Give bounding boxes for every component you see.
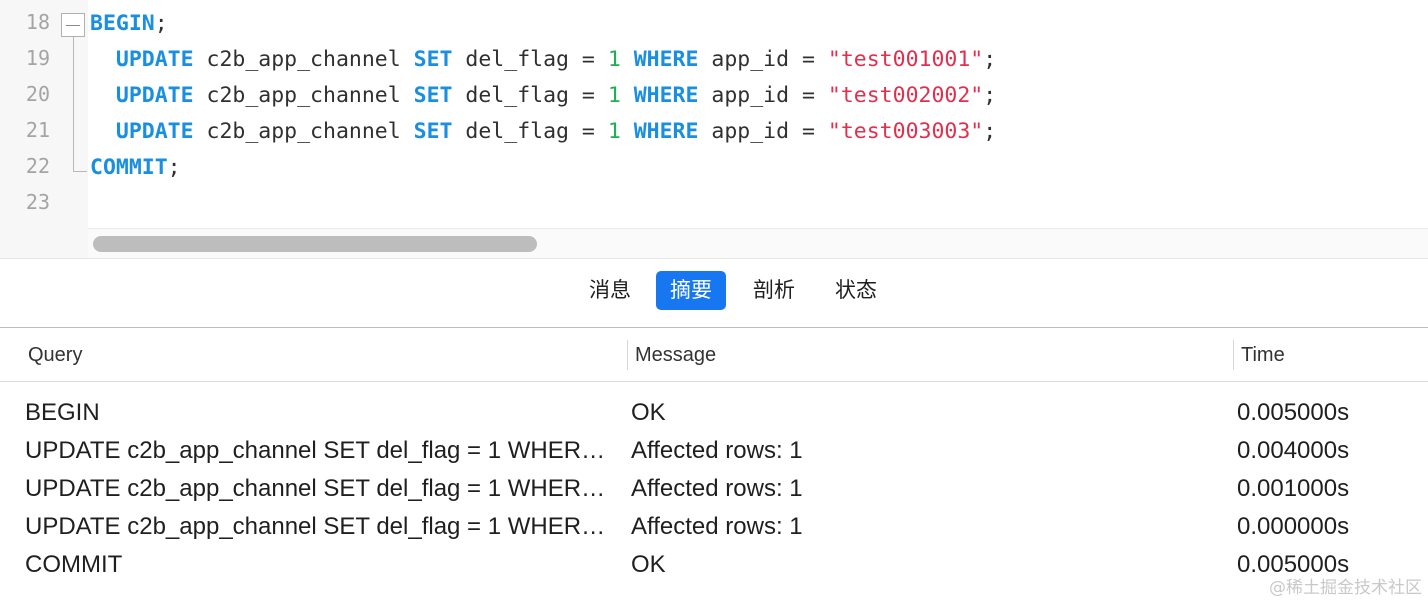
code-token-plain: del_flag = — [452, 119, 608, 144]
table-row[interactable]: UPDATE c2b_app_channel SET del_flag = 1 … — [0, 470, 1428, 508]
code-token-plain: c2b_app_channel — [193, 119, 414, 144]
message-cell: OK — [631, 399, 666, 426]
code-token-plain: ; — [167, 155, 181, 180]
message-cell: OK — [631, 551, 666, 578]
code-token-kw: COMMIT — [90, 155, 168, 180]
code-token-kw: UPDATE — [90, 47, 194, 72]
code-token-plain — [621, 119, 634, 144]
query-cell: BEGIN — [25, 399, 100, 426]
code-token-kw: SET — [413, 47, 453, 72]
line-number: 19 — [25, 46, 50, 70]
code-token-kw: SET — [413, 83, 453, 108]
fold-guide-end — [73, 171, 87, 172]
code-token-plain: del_flag = — [452, 47, 608, 72]
line-number: 20 — [25, 82, 50, 106]
table-row[interactable]: UPDATE c2b_app_channel SET del_flag = 1 … — [0, 432, 1428, 470]
table-row[interactable]: BEGIN OK 0.005000s — [0, 394, 1428, 432]
time-cell: 0.000000s — [1237, 513, 1350, 540]
code-token-plain: ; — [154, 11, 168, 36]
tab-profile[interactable]: 剖析 — [753, 279, 795, 302]
line-number-gutter: 18 19 20 21 22 23 — [0, 0, 88, 258]
table-row[interactable]: UPDATE c2b_app_channel SET del_flag = 1 … — [0, 508, 1428, 546]
column-header-query[interactable]: Query — [28, 344, 83, 366]
code-token-kw: UPDATE — [90, 119, 194, 144]
code-token-plain: app_id = — [698, 47, 828, 72]
code-line[interactable]: UPDATE c2b_app_channel SET del_flag = 1 … — [90, 118, 996, 146]
code-token-str: "test002002" — [827, 83, 984, 108]
tab-summary[interactable]: 摘要 — [656, 271, 726, 310]
tab-messages[interactable]: 消息 — [589, 279, 631, 302]
code-token-plain: del_flag = — [452, 83, 608, 108]
code-token-kw: WHERE — [633, 119, 699, 144]
code-token-num: 1 — [607, 83, 621, 108]
message-cell: Affected rows: 1 — [631, 513, 803, 540]
result-tabs: 消息 摘要 剖析 状态 — [0, 258, 1428, 328]
code-token-kw: BEGIN — [90, 11, 155, 36]
code-token-kw: UPDATE — [90, 83, 194, 108]
code-token-kw: SET — [413, 119, 453, 144]
query-cell: UPDATE c2b_app_channel SET del_flag = 1 … — [25, 513, 621, 540]
line-number: 18 — [25, 10, 50, 34]
time-cell: 0.004000s — [1237, 437, 1350, 464]
code-token-kw: WHERE — [633, 47, 699, 72]
code-token-str: "test003003" — [827, 119, 984, 144]
code-line[interactable]: COMMIT; — [90, 154, 181, 182]
code-token-num: 1 — [607, 47, 621, 72]
code-token-plain — [621, 47, 634, 72]
code-token-plain: c2b_app_channel — [193, 47, 414, 72]
code-token-str: "test001001" — [827, 47, 984, 72]
line-number: 21 — [25, 118, 50, 142]
query-cell: UPDATE c2b_app_channel SET del_flag = 1 … — [25, 475, 621, 502]
line-number: 23 — [25, 190, 50, 214]
code-line[interactable]: UPDATE c2b_app_channel SET del_flag = 1 … — [90, 82, 996, 110]
message-cell: Affected rows: 1 — [631, 475, 803, 502]
time-cell: 0.005000s — [1237, 399, 1350, 426]
scrollbar-thumb[interactable] — [93, 236, 537, 252]
tab-status[interactable]: 状态 — [835, 279, 877, 302]
query-cell: UPDATE c2b_app_channel SET del_flag = 1 … — [25, 437, 621, 464]
code-token-kw: WHERE — [633, 83, 699, 108]
watermark: @稀土掘金技术社区 — [1269, 578, 1422, 598]
code-line[interactable]: UPDATE c2b_app_channel SET del_flag = 1 … — [90, 46, 996, 74]
code-token-plain: ; — [983, 119, 997, 144]
code-token-plain — [621, 83, 634, 108]
code-token-plain: app_id = — [698, 83, 828, 108]
column-divider[interactable] — [627, 340, 628, 370]
code-token-plain: c2b_app_channel — [193, 83, 414, 108]
sql-editor[interactable]: 18 19 20 21 22 23 BEGIN; UPDATE c2b_app_… — [0, 0, 1428, 258]
time-cell: 0.001000s — [1237, 475, 1350, 502]
column-header-message[interactable]: Message — [635, 344, 717, 366]
code-line[interactable]: BEGIN; — [90, 10, 168, 38]
message-cell: Affected rows: 1 — [631, 437, 803, 464]
code-token-num: 1 — [607, 119, 621, 144]
code-token-plain: app_id = — [698, 119, 828, 144]
line-number: 22 — [25, 154, 50, 178]
query-cell: COMMIT — [25, 551, 123, 578]
column-header-time[interactable]: Time — [1241, 344, 1285, 366]
column-divider[interactable] — [1233, 340, 1234, 370]
table-row[interactable]: COMMIT OK 0.005000s — [0, 546, 1428, 584]
code-token-plain: ; — [983, 47, 997, 72]
fold-toggle-icon[interactable] — [61, 13, 85, 37]
results-table-header: Query Message Time — [0, 328, 1428, 382]
code-token-plain: ; — [983, 83, 997, 108]
fold-guide — [73, 37, 74, 172]
